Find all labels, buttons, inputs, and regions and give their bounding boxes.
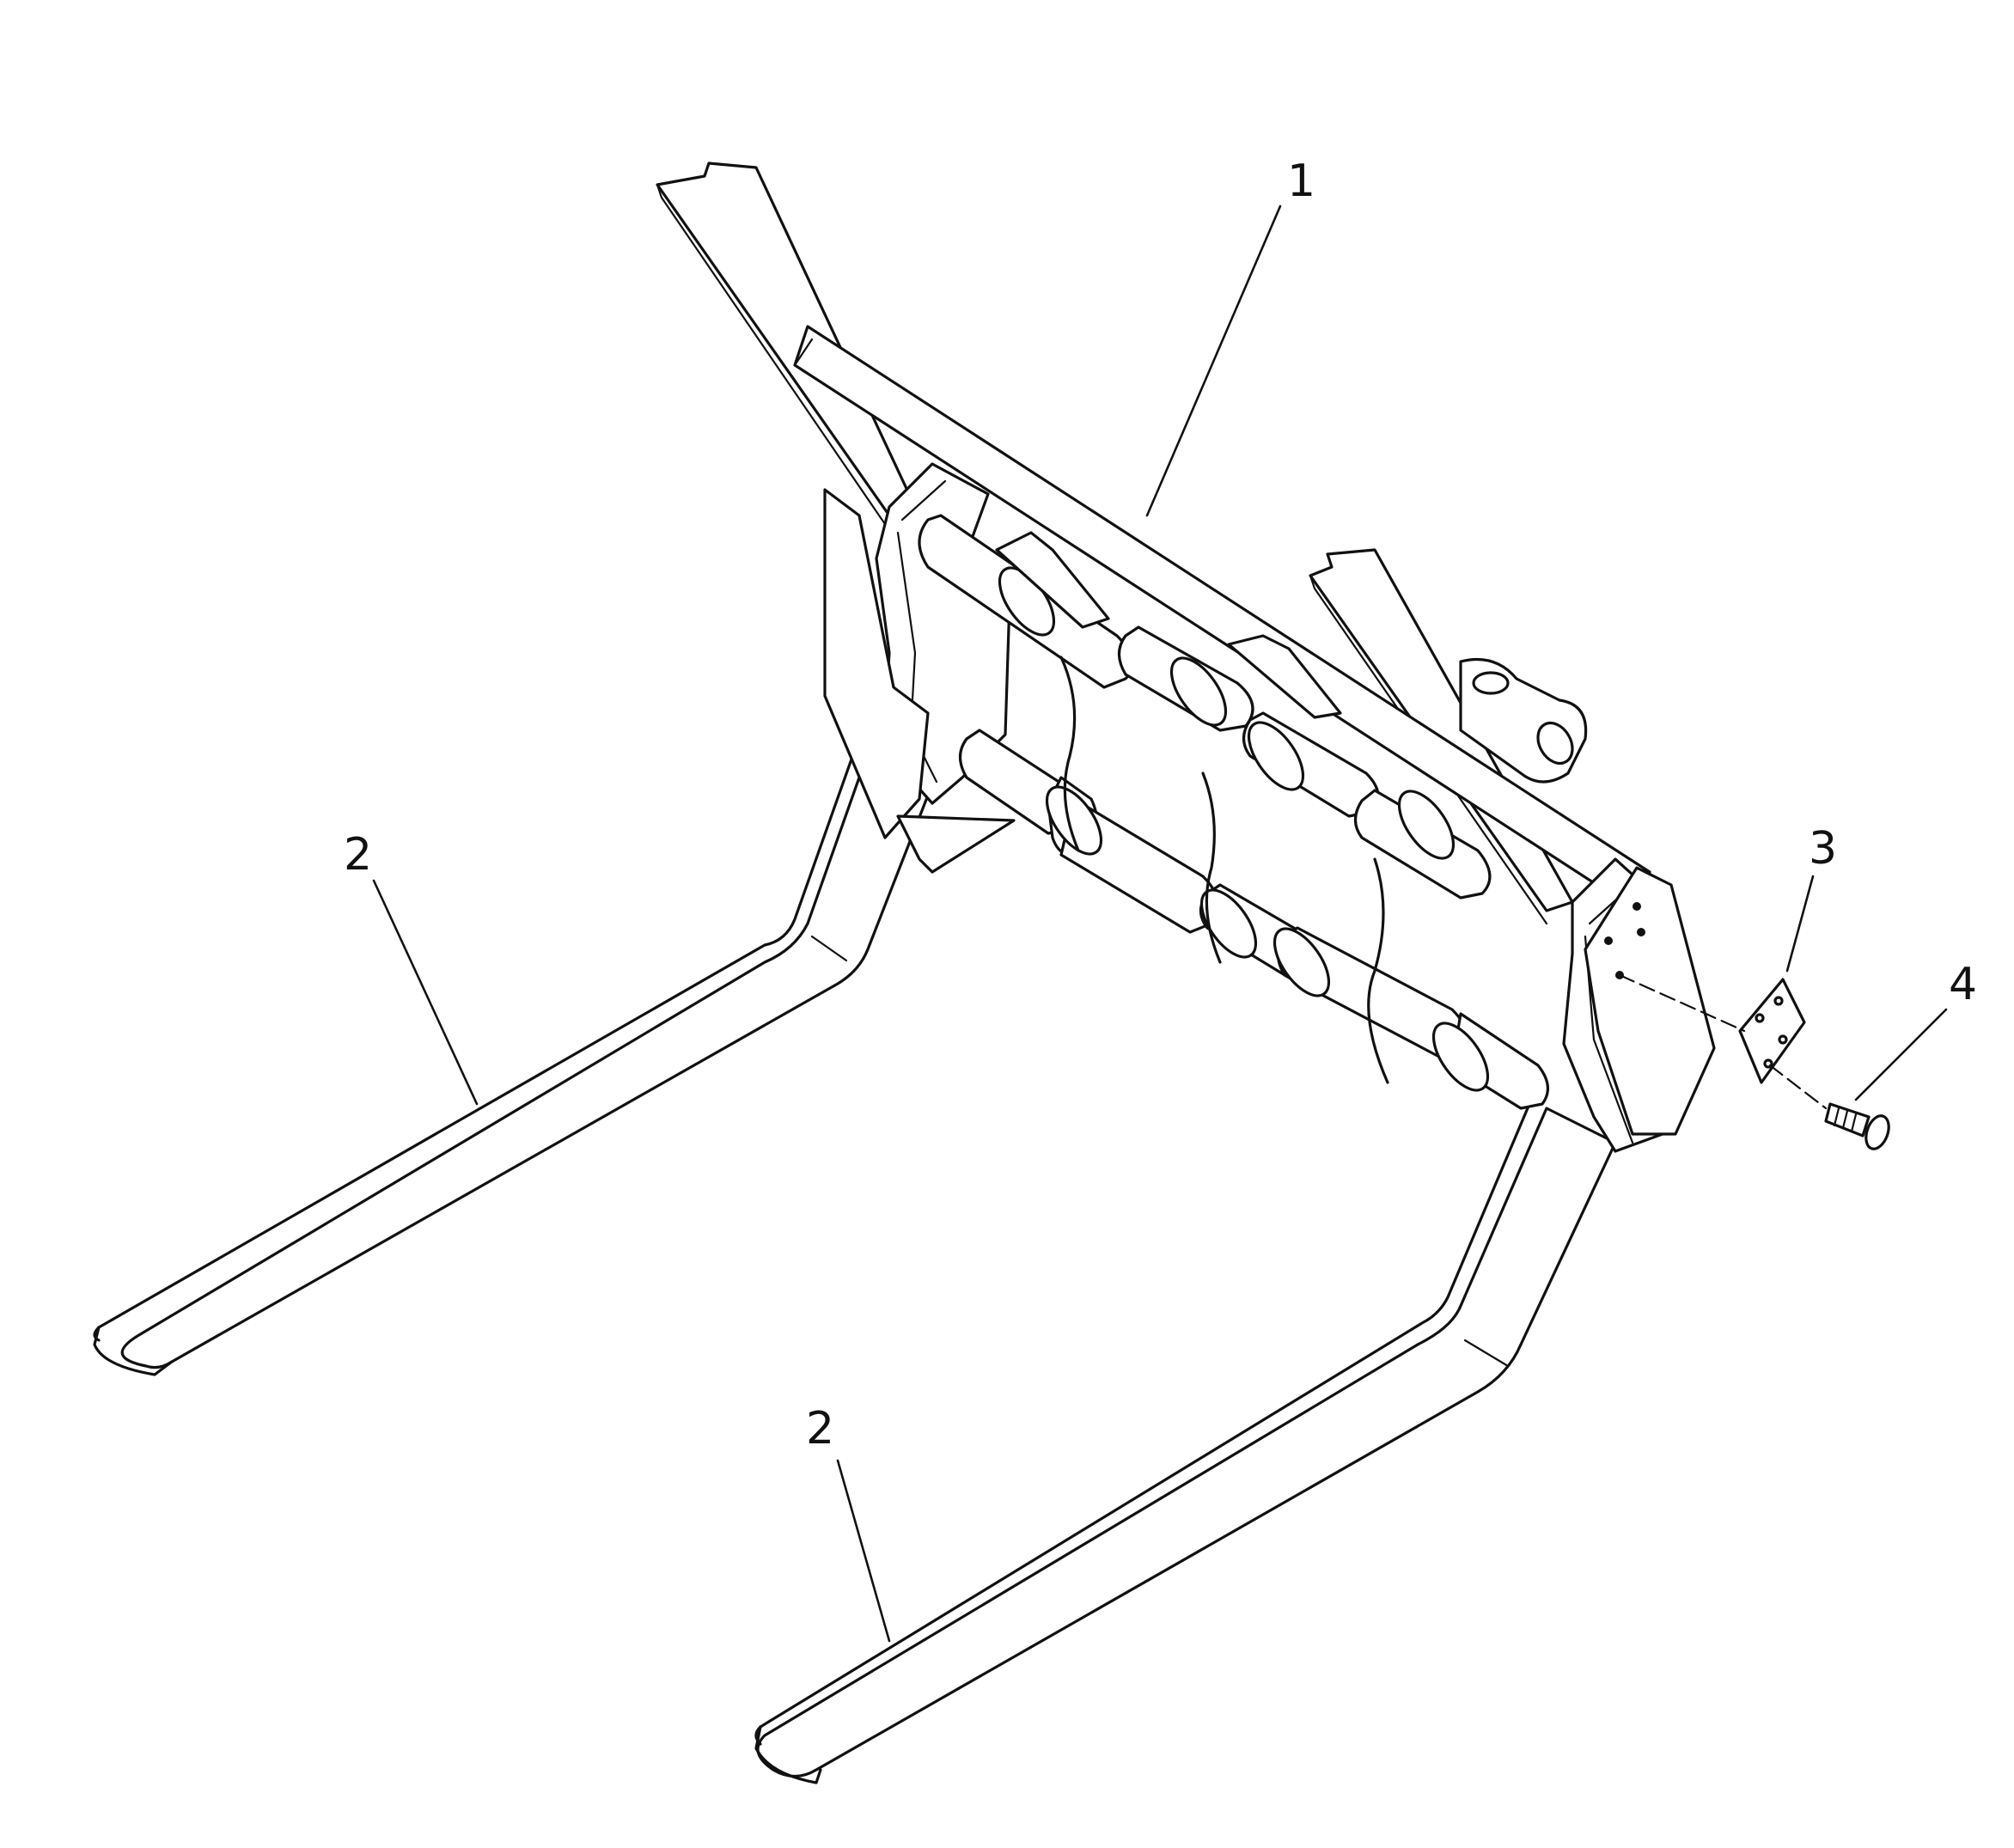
callouts: 1 2 2 3 4 [344, 156, 1977, 1455]
leader-lines [372, 204, 1948, 1643]
lower-rollers [958, 656, 1549, 1110]
right-fork-bend-line [1463, 1339, 1510, 1368]
leader-2a [372, 879, 479, 1106]
callout-4: 4 [1949, 959, 1977, 1010]
leader-4 [1854, 1008, 1948, 1101]
left-fork [93, 703, 938, 1376]
rear-panel [823, 488, 1016, 874]
right-fork-inner-edge [754, 1102, 1531, 1746]
upper-rollers [918, 514, 1588, 900]
right-fork [754, 1102, 1617, 1784]
left-fork-bend-line [810, 935, 848, 962]
callout-1: 1 [1287, 156, 1315, 207]
right-fork-outer [756, 1107, 1617, 1778]
right-fork-tip [754, 1725, 822, 1784]
callout-3: 3 [1809, 823, 1837, 875]
mounting-face [1584, 866, 1716, 1136]
left-fork-tip [93, 1326, 174, 1376]
leader-1 [1145, 204, 1282, 517]
leader-2b [836, 1459, 891, 1643]
callout-2-left: 2 [344, 829, 372, 881]
left-fork-outer [120, 703, 938, 1369]
callout-2-right: 2 [806, 1403, 834, 1455]
leader-3 [1785, 875, 1815, 973]
plate-part-3 [1738, 978, 1806, 1084]
left-upper-arm [656, 162, 917, 526]
assembly-line [1618, 973, 1828, 1110]
bolt-part-4 [1824, 1102, 1890, 1150]
